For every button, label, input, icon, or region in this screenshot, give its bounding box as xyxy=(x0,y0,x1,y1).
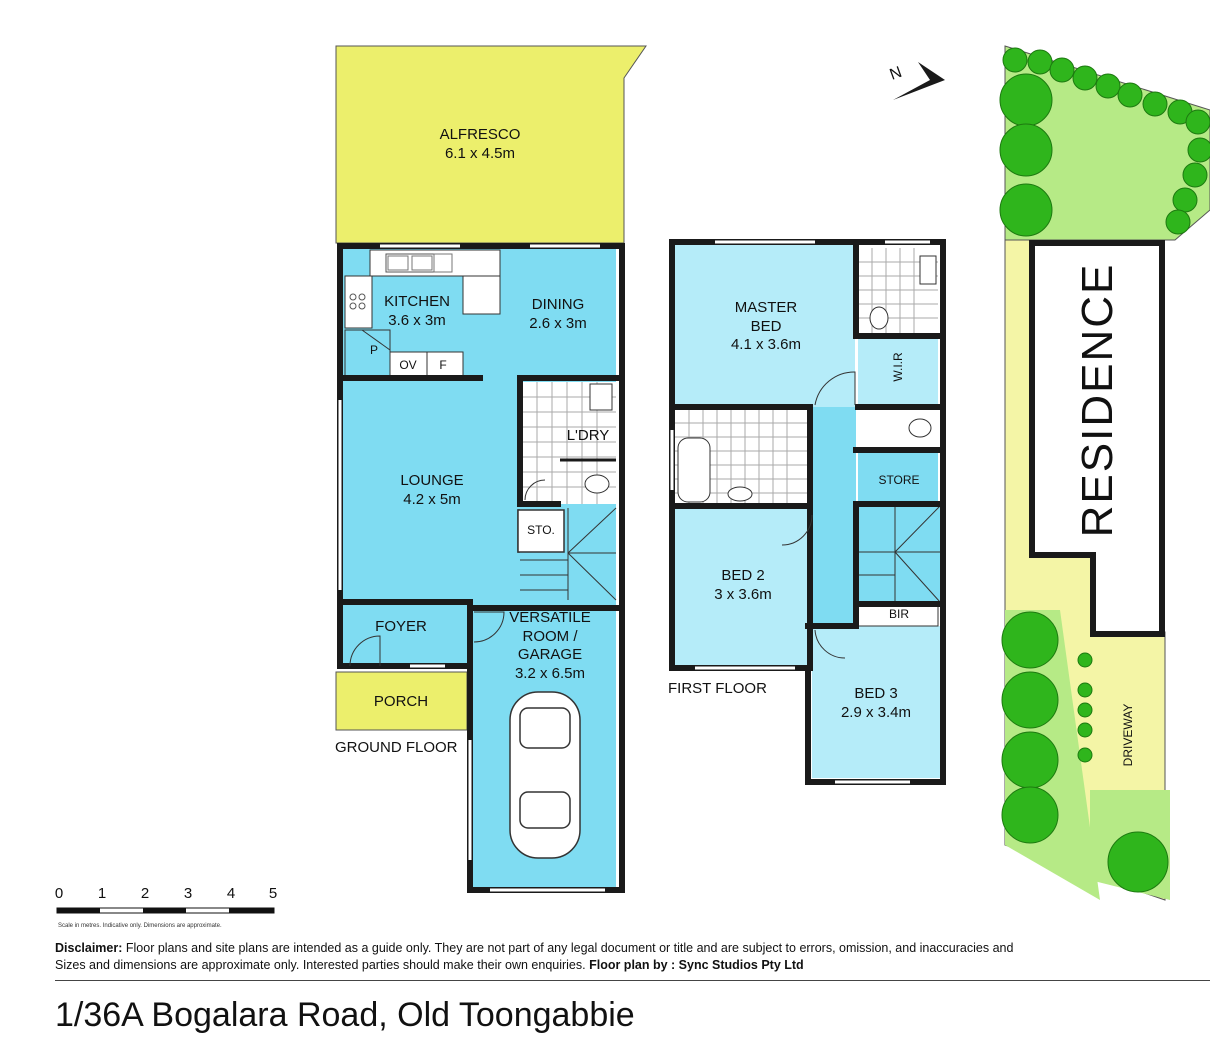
bed3-area xyxy=(812,626,940,778)
alfresco-dims: 6.1 x 4.5m xyxy=(445,145,515,162)
store-area xyxy=(858,452,938,504)
compass-label: N xyxy=(888,64,905,84)
ground-floor-plan xyxy=(335,45,647,893)
site-plan xyxy=(999,45,1210,901)
foyer-label: FOYER xyxy=(375,618,427,635)
porch-area xyxy=(335,671,468,731)
lounge-label: LOUNGE xyxy=(400,472,463,489)
garage-label-1: VERSATILE xyxy=(509,609,590,626)
trees xyxy=(999,47,1210,893)
bed2-label: BED 2 xyxy=(721,567,764,584)
laundry-label: L'DRY xyxy=(567,427,610,444)
kitchen-dims: 3.6 x 3m xyxy=(388,312,446,329)
scale-note: Scale in metres. Indicative only. Dimens… xyxy=(58,923,222,929)
disclaimer-line-2: Sizes and dimensions are approximate onl… xyxy=(55,958,590,972)
driveway-label: DRIVEWAY xyxy=(1121,704,1135,767)
bed3-dims: 2.9 x 3.4m xyxy=(841,704,911,721)
disclaimer-line-1: Floor plans and site plans are intended … xyxy=(122,941,1014,955)
scale-tick-0: 0 xyxy=(55,885,63,902)
floorplan-credit: Floor plan by : Sync Studios Pty Ltd xyxy=(589,958,804,972)
disclaimer: Disclaimer: Floor plans and site plans a… xyxy=(55,940,1210,974)
kitchen-bench-left xyxy=(344,275,373,329)
master-bed-label-1: MASTER xyxy=(735,299,798,316)
north-arrow-icon: N xyxy=(888,62,945,100)
wir-area xyxy=(858,336,938,406)
bed3-label: BED 3 xyxy=(854,685,897,702)
hallway xyxy=(812,407,856,625)
scale-bar: 0 1 2 3 4 5 Scale in metres. Indicative … xyxy=(55,885,277,929)
foyer-area xyxy=(343,601,470,663)
kitchen-label: KITCHEN xyxy=(384,293,450,310)
bed2-dims: 3 x 3.6m xyxy=(714,586,772,603)
dining-label: DINING xyxy=(532,296,585,313)
divider xyxy=(55,980,1210,981)
alfresco-label: ALFRESCO xyxy=(440,126,521,143)
porch-label: PORCH xyxy=(374,693,428,710)
master-bed-dims: 4.1 x 3.6m xyxy=(731,336,801,353)
bir-label: BIR xyxy=(889,607,909,621)
scale-tick-5: 5 xyxy=(269,885,277,902)
master-bed-label-2: BED xyxy=(751,318,782,335)
kitchen-island xyxy=(462,275,501,315)
property-address: 1/36A Bogalara Road, Old Toongabbie xyxy=(55,996,635,1034)
lounge-dims: 4.2 x 5m xyxy=(403,491,461,508)
pantry-box xyxy=(344,329,391,377)
first-floor-plan xyxy=(669,239,946,785)
residence-building xyxy=(1029,240,1165,637)
master-bed-area xyxy=(675,245,855,407)
car-icon xyxy=(509,691,581,859)
residence-label: RESIDENCE xyxy=(1073,263,1122,538)
pantry-label: P xyxy=(370,343,378,357)
dining-dims: 2.6 x 3m xyxy=(529,315,587,332)
garage-label-3: GARAGE xyxy=(518,646,582,663)
ground-floor-title: GROUND FLOOR xyxy=(335,739,458,756)
scale-tick-3: 3 xyxy=(184,885,192,902)
bed2-area xyxy=(675,506,808,666)
scale-tick-1: 1 xyxy=(98,885,106,902)
scale-tick-2: 2 xyxy=(141,885,149,902)
alfresco-area xyxy=(335,45,647,244)
storage-label: STO. xyxy=(527,523,555,537)
store-label: STORE xyxy=(878,473,919,487)
first-floor-title: FIRST FLOOR xyxy=(668,680,767,697)
scale-tick-4: 4 xyxy=(227,885,235,902)
garage-label-2: ROOM / xyxy=(523,628,579,645)
oven-label: OV xyxy=(399,358,416,372)
fridge-label: F xyxy=(439,358,446,372)
disclaimer-label: Disclaimer: xyxy=(55,941,123,955)
garage-dims: 3.2 x 6.5m xyxy=(515,665,585,682)
wir-label: W.I.R xyxy=(891,352,905,382)
